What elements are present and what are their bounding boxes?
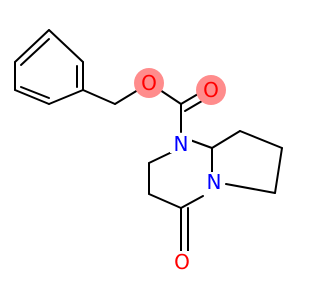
o-carbonyl-bond bbox=[159, 89, 182, 105]
carbonyl-oxygen-top-label: O bbox=[203, 78, 219, 102]
benzene-bond bbox=[48, 89, 84, 105]
nitrogen-1-knockout bbox=[170, 133, 192, 153]
carbonyl-oxygen-top-highlight bbox=[196, 75, 226, 105]
pyrrolidine-bond bbox=[239, 130, 283, 149]
nitrogen-1-label: N bbox=[174, 132, 189, 156]
ch2-bond bbox=[82, 89, 116, 105]
carbonyl-oxygen-bottom-label: O bbox=[174, 250, 190, 274]
pyrrolidine-bond bbox=[225, 183, 276, 194]
bicyclic-core bbox=[148, 130, 283, 252]
ester-chain bbox=[82, 89, 203, 133]
molecule-structure: O O N N O bbox=[0, 0, 300, 300]
nitrogen-2-label: N bbox=[207, 170, 222, 194]
pyrrolidine-bond bbox=[211, 130, 241, 149]
benzene-bond bbox=[48, 29, 84, 63]
carbonyl-double-bond bbox=[184, 100, 203, 112]
ring-bond bbox=[148, 151, 173, 164]
benzene-bond bbox=[14, 89, 50, 105]
benzene-double-bond bbox=[20, 38, 50, 66]
ch2-o-bond bbox=[114, 89, 139, 105]
nitrogen-2-knockout bbox=[203, 172, 225, 192]
ring-bond bbox=[189, 139, 213, 149]
canvas-background bbox=[0, 0, 300, 300]
ring-bond bbox=[148, 193, 182, 209]
benzene-bond bbox=[14, 29, 50, 63]
ester-oxygen-highlight bbox=[134, 68, 164, 98]
carbonyl-double-bond bbox=[180, 93, 199, 105]
ester-oxygen-label: O bbox=[141, 71, 157, 95]
atom-labels: O O N N O bbox=[134, 68, 226, 274]
benzene-ring bbox=[14, 29, 84, 105]
carbonyl-oxygen-bottom-knockout bbox=[171, 251, 193, 271]
ring-bond bbox=[180, 195, 204, 209]
benzene-double-bond bbox=[20, 86, 50, 99]
pyrrolidine-bond bbox=[274, 147, 283, 194]
